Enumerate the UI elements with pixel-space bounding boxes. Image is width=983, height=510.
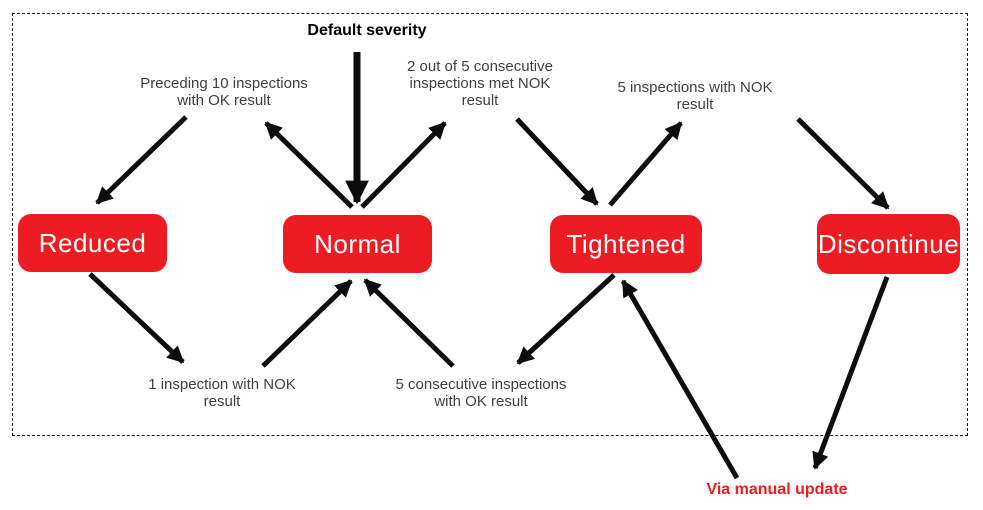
arrow-preceding-label-to-reduced [95,115,188,205]
state-node-normal: Normal [283,215,432,273]
arrow-1nok-label-to-normal [261,279,353,368]
arrow-5nok-label-to-discontinue [796,117,890,210]
arrow-manual-update-to-tightened [620,279,740,480]
arrow-reduced-to-1nok-label [88,272,185,364]
arrow-normal-to-2of5-label [360,121,447,209]
state-node-reduced: Reduced [18,214,167,272]
transition-label-preceding-10-ok: Preceding 10 inspections with OK result [140,75,308,109]
manual-update-note: Via manual update [706,481,848,498]
arrow-2of5-label-to-tightened [515,117,599,206]
dashed-border-frame [12,13,968,436]
arrow-tightened-to-5nok-label [608,121,683,207]
transition-label-1-nok: 1 inspection with NOK result [148,376,296,410]
transition-label-2-of-5-nok: 2 out of 5 consecutive inspections met N… [407,58,553,109]
arrow-tightened-to-5ok-label [516,273,616,365]
arrow-5ok-label-to-normal [363,278,455,368]
diagram-title: Default severity [307,22,427,39]
transition-label-5-nok: 5 inspections with NOK result [617,79,773,113]
arrow-normal-to-preceding-label [264,121,354,209]
arrow-discontinue-to-manual-update [812,276,890,470]
transition-label-5-consecutive-ok: 5 consecutive inspections with OK result [395,376,567,410]
state-node-discontinue: Discontinue [817,214,960,274]
state-node-tightened: Tightened [550,215,702,273]
